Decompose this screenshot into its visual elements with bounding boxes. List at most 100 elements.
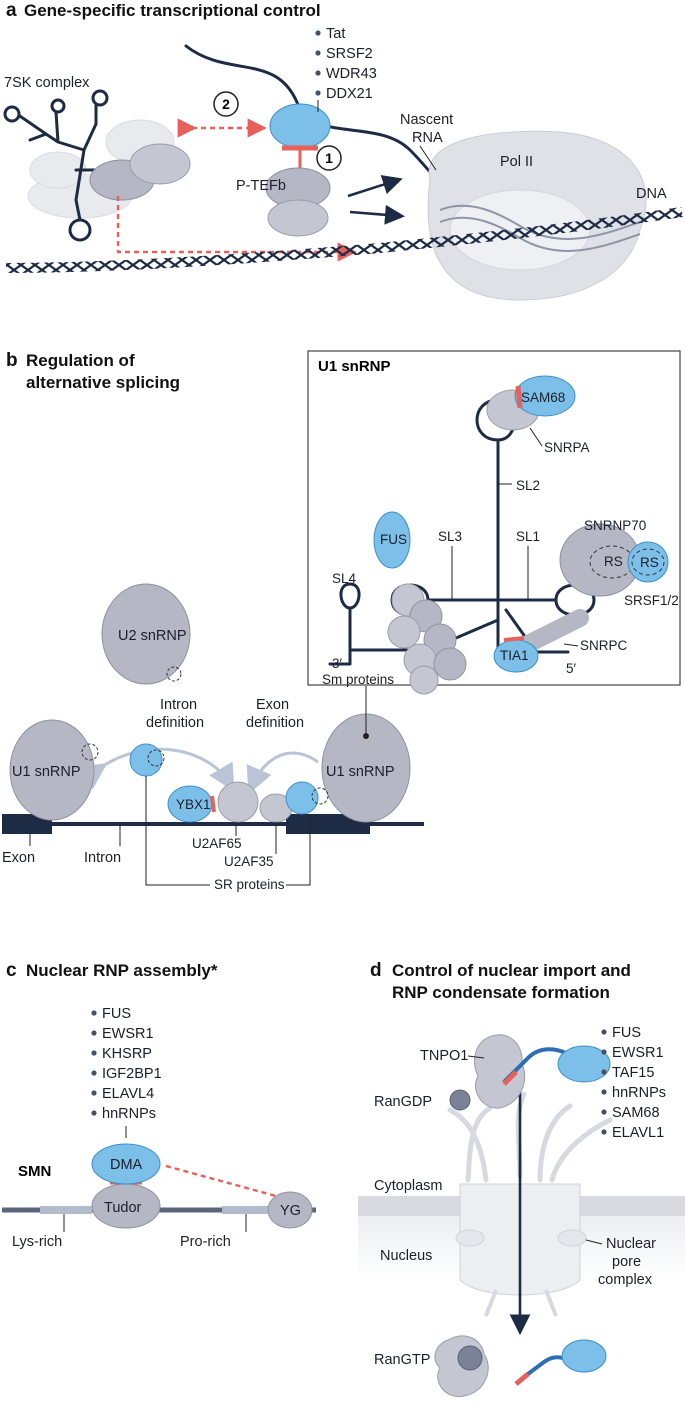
five-prime-label: 5′ bbox=[566, 661, 577, 676]
exon-label: Exon bbox=[2, 850, 35, 866]
factor-item: ELAVL4 bbox=[102, 1086, 154, 1102]
panel-b-letter: b bbox=[6, 350, 18, 371]
sm-proteins-label: Sm proteins bbox=[322, 672, 394, 687]
panel-a-letter: a bbox=[6, 0, 17, 21]
u2af65-label: U2AF65 bbox=[192, 836, 242, 851]
factor-item: FUS bbox=[102, 1006, 131, 1022]
intron-def-label-2: definition bbox=[146, 715, 204, 731]
cytoplasm-label: Cytoplasm bbox=[374, 1178, 443, 1194]
panel-b-title-1: Regulation of bbox=[26, 351, 135, 370]
factor-item: Tat bbox=[326, 26, 345, 42]
u2-snrnp-label: U2 snRNP bbox=[118, 628, 187, 644]
tnpo1-blob bbox=[474, 1034, 526, 1109]
factor-item: EWSR1 bbox=[102, 1026, 154, 1042]
sl1-label: SL1 bbox=[516, 529, 540, 544]
factor-item: TAF15 bbox=[612, 1065, 654, 1081]
panel-a-title: Gene-specific transcriptional control bbox=[24, 1, 321, 20]
factor-item: KHSRP bbox=[102, 1046, 152, 1062]
panel-d-letter: d bbox=[370, 960, 382, 981]
sm-proteins-cluster bbox=[387, 583, 467, 695]
panel-b: b Regulation of alternative splicing U1 … bbox=[2, 350, 681, 892]
nascent-label-1: Nascent bbox=[400, 112, 453, 128]
panel-a: a Gene-specific transcriptional control … bbox=[3, 0, 683, 301]
sl1-stem bbox=[496, 583, 596, 617]
tudor-label: Tudor bbox=[104, 1200, 142, 1216]
ptefb-label: P-TEFb bbox=[236, 178, 286, 194]
u1-right-label: U1 snRNP bbox=[326, 764, 395, 780]
pro-rich-label: Pro-rich bbox=[180, 1234, 231, 1250]
released-cargo-blob bbox=[561, 1339, 607, 1373]
nucleus-label: Nucleus bbox=[380, 1248, 432, 1264]
three-prime-end bbox=[328, 648, 352, 666]
u1-left-blob bbox=[9, 719, 95, 821]
dma-label: DMA bbox=[110, 1157, 143, 1173]
pol2-label: Pol II bbox=[500, 154, 533, 170]
panel-c-letter: c bbox=[6, 960, 17, 981]
nuclear-pore-complex bbox=[447, 1091, 613, 1317]
7sk-complex-label: 7SK complex bbox=[4, 75, 90, 91]
tnpo1-label: TNPO1 bbox=[420, 1048, 468, 1064]
step2-badge bbox=[213, 91, 239, 117]
rangtp-label: RanGTP bbox=[374, 1352, 430, 1368]
npc-label-1: Nuclear bbox=[606, 1236, 656, 1252]
panel-c: c Nuclear RNP assembly* FUS EWSR1 KHSRP … bbox=[2, 960, 316, 1250]
fus-blob bbox=[373, 511, 411, 569]
npc-label-3: complex bbox=[598, 1272, 653, 1288]
panel-d-title-2: RNP condensate formation bbox=[392, 983, 610, 1002]
exon-right bbox=[286, 814, 370, 834]
pol2-graphic bbox=[427, 130, 647, 301]
panel-c-title: Nuclear RNP assembly* bbox=[26, 961, 218, 980]
factor-item: FUS bbox=[612, 1025, 641, 1041]
intron-label: Intron bbox=[84, 850, 121, 866]
sr-proteins-label: SR proteins bbox=[214, 877, 285, 892]
snrpc-label: SNRPC bbox=[580, 638, 628, 653]
factor-item: SRSF2 bbox=[326, 46, 373, 62]
dma-blob bbox=[91, 1143, 161, 1185]
rs-label-2: RS bbox=[640, 555, 659, 570]
panel-a-factor-list: Tat SRSF2 WDR43 DDX21 bbox=[315, 26, 377, 112]
rangdp-blob bbox=[449, 1089, 471, 1111]
step1-number: 1 bbox=[325, 150, 333, 166]
sam68-label: SAM68 bbox=[521, 390, 565, 405]
sl4-label: SL4 bbox=[332, 571, 357, 586]
u2af65-blob bbox=[217, 781, 259, 823]
tia1-label: TIA1 bbox=[500, 648, 529, 663]
sl2-label: SL2 bbox=[516, 478, 540, 493]
snrnp70-label: SNRNP70 bbox=[584, 518, 646, 533]
rangtp-blob bbox=[457, 1345, 483, 1371]
intron-def-label-1: Intron bbox=[160, 697, 197, 713]
panel-d-factor-list: FUS EWSR1 TAF15 hnRNPs SAM68 ELAVL1 bbox=[601, 1025, 666, 1141]
factor-item: WDR43 bbox=[326, 66, 377, 82]
exon-definition-arrow bbox=[246, 751, 319, 795]
three-prime-label: 3′ bbox=[332, 656, 343, 671]
factor-item: ELAVL1 bbox=[612, 1125, 664, 1141]
ybx1-label: YBX1 bbox=[176, 797, 211, 812]
panel-b-title-2: alternative splicing bbox=[26, 373, 180, 392]
u2af35-label: U2AF35 bbox=[224, 854, 274, 869]
tat-factor-blob bbox=[269, 103, 331, 149]
yg-domain bbox=[267, 1191, 313, 1229]
rs-label-1: RS bbox=[604, 554, 623, 569]
panel-d: d Control of nuclear import and RNP cond… bbox=[358, 960, 685, 1398]
srsf12-label: SRSF1/2 bbox=[624, 593, 679, 608]
exon-def-label-2: definition bbox=[246, 715, 304, 731]
step2-number: 2 bbox=[222, 96, 230, 112]
ptefb-subunit-2 bbox=[267, 199, 329, 237]
panel-c-factor-list: FUS EWSR1 KHSRP IGF2BP1 ELAVL4 hnRNPs bbox=[91, 1006, 162, 1138]
dma-yg-interaction bbox=[165, 1164, 277, 1198]
npc-label-2: pore bbox=[612, 1254, 641, 1270]
u2-snrnp-blob bbox=[101, 583, 191, 685]
sam68-blob bbox=[514, 375, 576, 417]
fus-label: FUS bbox=[380, 532, 407, 547]
7sk-complex-graphic bbox=[3, 89, 191, 242]
factor-item: hnRNPs bbox=[612, 1085, 666, 1101]
dna-helix bbox=[5, 207, 683, 273]
step1-badge bbox=[316, 145, 342, 171]
cargo-blob bbox=[557, 1045, 611, 1083]
factor-item: hnRNPs bbox=[102, 1106, 156, 1122]
snrpc-blob bbox=[511, 609, 589, 657]
dna-label: DNA bbox=[636, 186, 667, 202]
sl3-label: SL3 bbox=[438, 529, 462, 544]
rangdp-label: RanGDP bbox=[374, 1094, 432, 1110]
